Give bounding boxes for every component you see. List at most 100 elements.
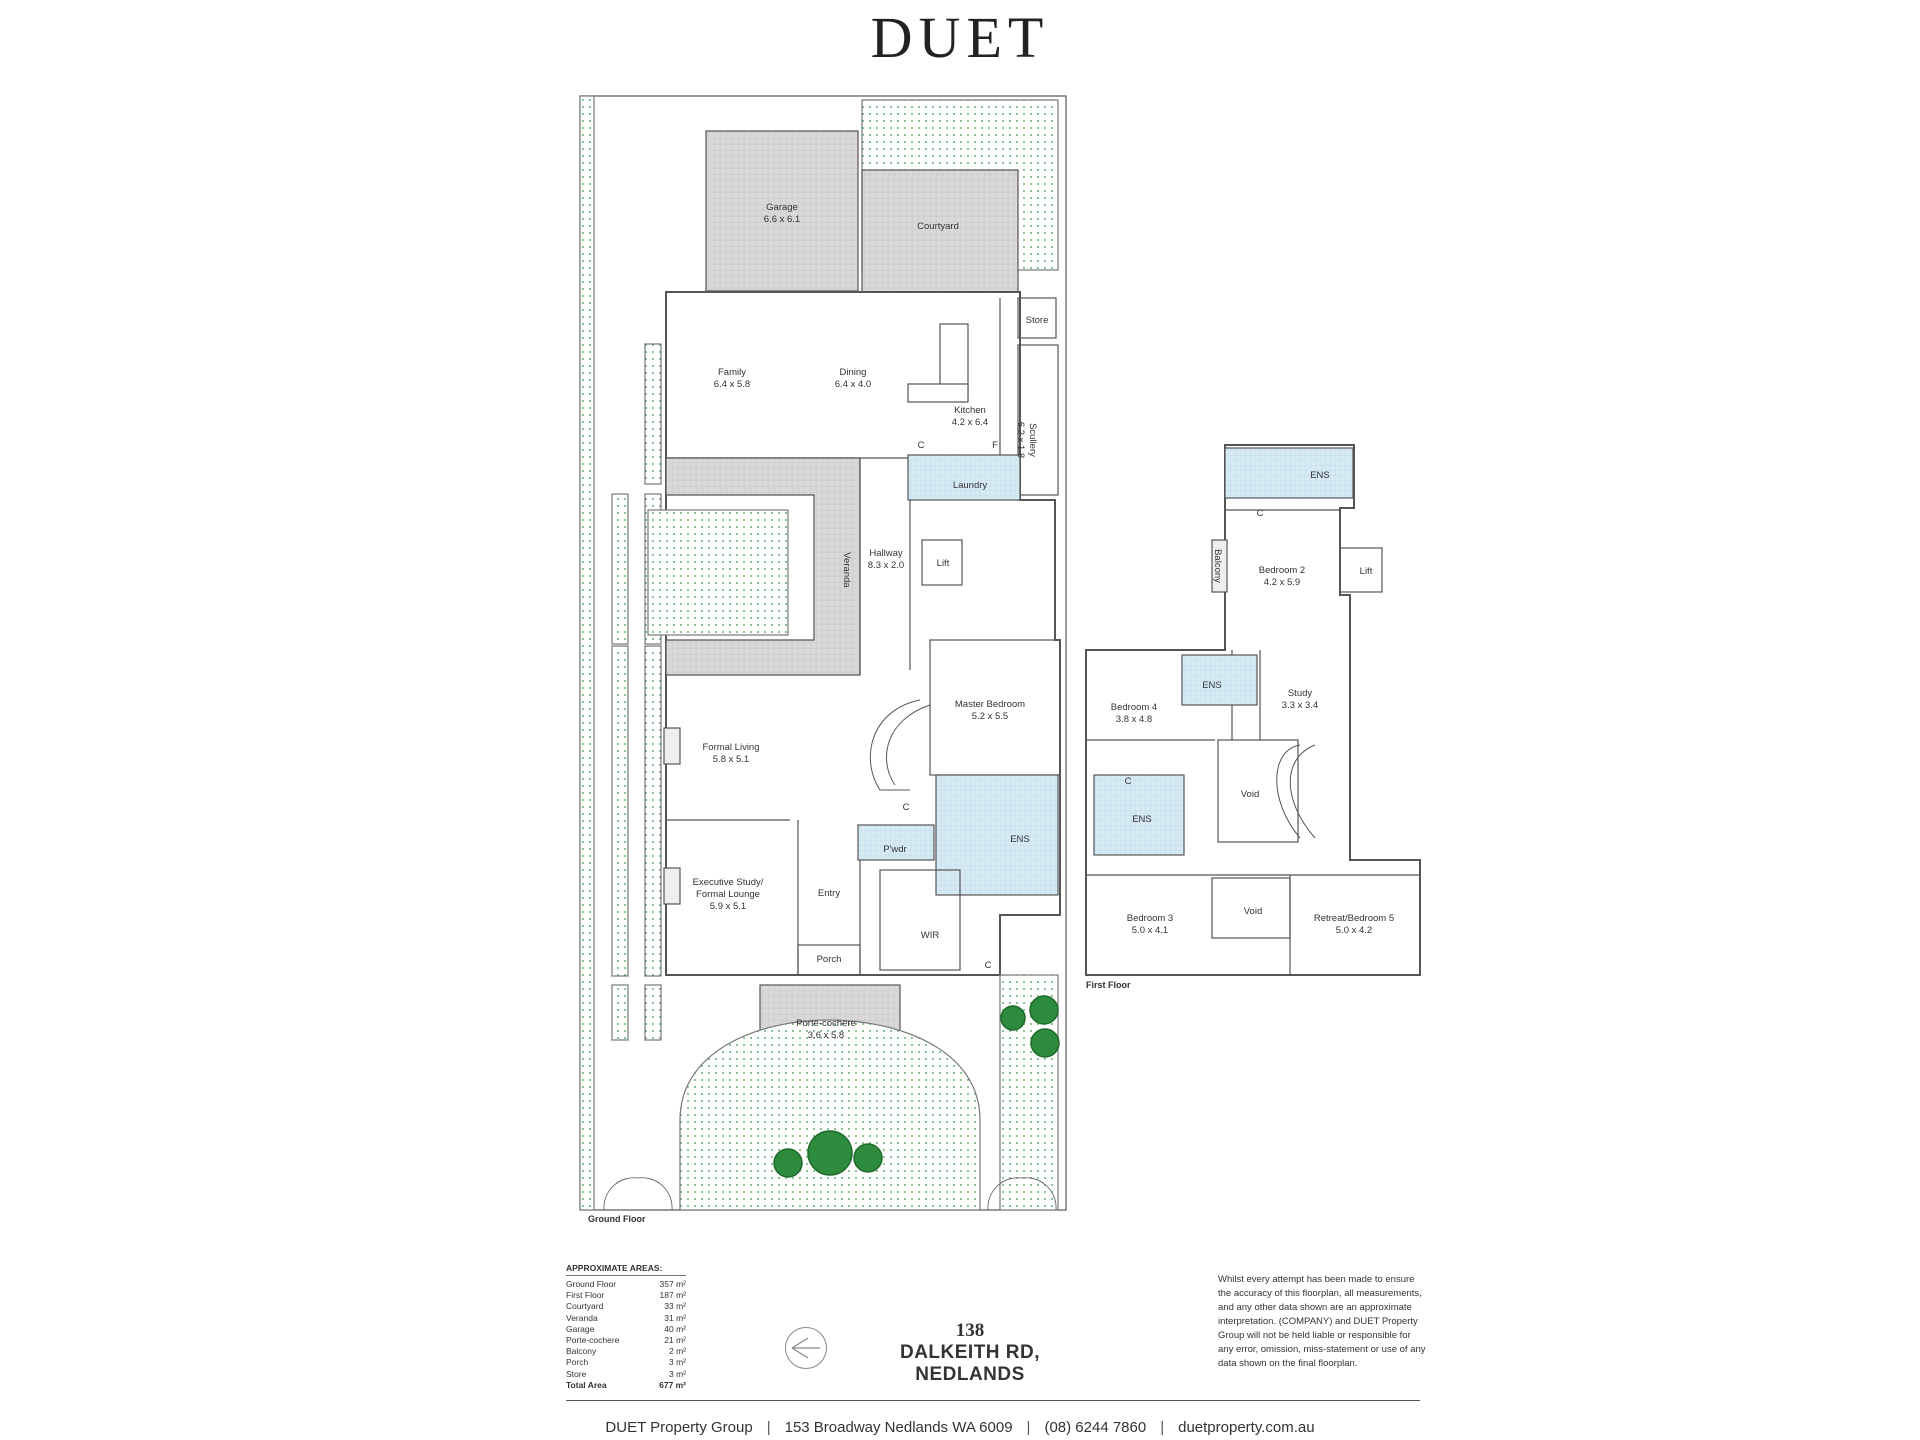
label-dining: Dining (840, 367, 867, 378)
footer-website: duetproperty.com.au (1178, 1419, 1315, 1436)
tree (773, 1148, 803, 1178)
label-void-2: Void (1244, 906, 1263, 917)
tree (1030, 1028, 1060, 1058)
label-bedroom4-dims: 3.8 x 4.8 (1116, 714, 1152, 725)
label-bedroom4: Bedroom 4 (1111, 702, 1157, 713)
garden-strip (611, 984, 629, 1041)
label-veranda: Veranda (841, 552, 852, 588)
garden-strip (579, 95, 595, 1211)
tree (853, 1143, 883, 1173)
tree (1000, 1005, 1026, 1031)
garden-strip (644, 984, 662, 1041)
garden-strip (611, 645, 629, 977)
first-floor-label: First Floor (1086, 980, 1131, 990)
label-ens-ground: ENS (1010, 834, 1030, 845)
ground-floor-label: Ground Floor (588, 1214, 646, 1224)
tree (807, 1130, 853, 1176)
label-lift-ground: Lift (937, 558, 950, 569)
footer-divider (566, 1400, 1420, 1401)
label-formal-lounge: Formal Lounge (696, 889, 760, 900)
label-executive-study: Executive Study/ (693, 877, 764, 888)
label-study-dims: 3.3 x 3.4 (1282, 700, 1318, 711)
label-ens-first-low: ENS (1132, 814, 1152, 825)
label-ens-first-mid: ENS (1202, 680, 1222, 691)
lift-shaft (921, 539, 963, 586)
garage-floor (705, 130, 859, 292)
label-master-bedroom-dims: 5.2 x 5.5 (972, 711, 1008, 722)
ens-mid-floor (1181, 654, 1258, 706)
compass-icon (785, 1327, 827, 1369)
brand-logo: DUET (870, 5, 1050, 70)
powder-floor (857, 824, 935, 861)
footer-phone: (08) 6244 7860 (1044, 1419, 1147, 1436)
label-store: Store (1026, 315, 1049, 326)
porch-walls (797, 944, 861, 976)
label-hallway-dims: 8.3 x 2.0 (868, 560, 904, 571)
label-dining-dims: 6.4 x 4.0 (835, 379, 871, 390)
garden-strip (611, 493, 629, 645)
ens-top-floor (1224, 447, 1354, 499)
ensuite-floor (935, 774, 1059, 896)
label-kitchen: Kitchen (954, 405, 986, 416)
label-family-dims: 6.4 x 5.8 (714, 379, 750, 390)
ground-floor-plan (579, 95, 1067, 1211)
label-wir: WIR (921, 930, 940, 941)
label-entry: Entry (818, 888, 840, 899)
label-garage-dims: 6.6 x 6.1 (764, 214, 800, 225)
label-ens-first-top: ENS (1310, 470, 1330, 481)
footer-company: DUET Property Group (605, 1419, 753, 1436)
closet-mark: C (903, 802, 910, 813)
label-hallway: Hallway (869, 548, 903, 559)
label-bedroom2: Bedroom 2 (1259, 565, 1305, 576)
footer-separator: | (1160, 1419, 1165, 1436)
street-number: 138 (955, 1320, 985, 1341)
label-executive-study-dims: 5.9 x 5.1 (710, 901, 746, 912)
footer-separator: | (766, 1419, 771, 1436)
footer-address: 153 Broadway Nedlands WA 6009 (784, 1419, 1013, 1436)
label-formal-living: Formal Living (702, 742, 759, 753)
inner-garden (647, 509, 789, 636)
label-scullery-dims: 6.2 x 1.8 (1015, 422, 1026, 458)
fridge-mark: F (992, 440, 998, 451)
label-bedroom3-dims: 5.0 x 4.1 (1132, 925, 1168, 936)
label-courtyard: Courtyard (917, 221, 959, 232)
courtyard-floor (861, 169, 1019, 293)
wir-walls (879, 869, 961, 971)
street-name: DALKEITH RD, (899, 1342, 1041, 1363)
label-porch: Porch (817, 954, 842, 965)
label-bedroom3: Bedroom 3 (1127, 913, 1173, 924)
label-formal-living-dims: 5.8 x 5.1 (713, 754, 749, 765)
closet-mark: C (918, 440, 925, 451)
label-kitchen-dims: 4.2 x 6.4 (952, 417, 988, 428)
footer-separator: | (1026, 1419, 1031, 1436)
label-garage: Garage (766, 202, 798, 213)
garden-strip (644, 645, 662, 977)
label-scullery: Scullery (1027, 423, 1038, 457)
property-address: 138 DALKEITH RD, NEDLANDS (870, 1320, 1070, 1386)
suburb: NEDLANDS (915, 1364, 1025, 1385)
laundry-floor (907, 454, 1021, 501)
label-porte-cochere: Porte-cochere (796, 1018, 856, 1029)
first-floor-outline (1085, 444, 1421, 976)
garden-strip (644, 343, 662, 485)
label-laundry: Laundry (953, 480, 988, 491)
footer: DUET Property Group | 153 Broadway Nedla… (0, 1419, 1920, 1436)
closet-mark: C (1257, 508, 1264, 519)
trees (773, 995, 1060, 1178)
label-balcony: Balcony (1212, 549, 1223, 583)
label-pwdr: P'wdr (883, 844, 906, 855)
ens-low-floor (1093, 774, 1185, 856)
label-bedroom2-dims: 4.2 x 5.9 (1264, 577, 1300, 588)
areas-heading: APPROXIMATE AREAS: (566, 1263, 686, 1276)
